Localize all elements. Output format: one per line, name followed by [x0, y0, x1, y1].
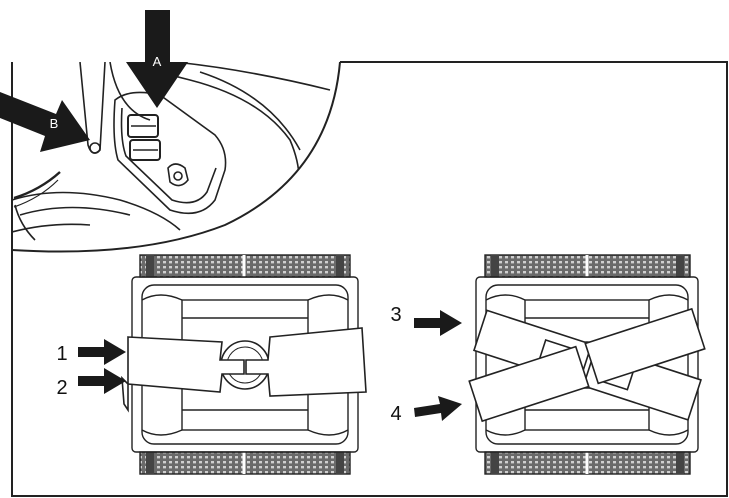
left-robot-filter-panels	[121, 327, 367, 413]
right-robot-filter-panels	[468, 307, 706, 423]
callout-1: 1	[56, 339, 126, 365]
callout-2-label: 2	[56, 377, 67, 399]
callout-3: 3	[390, 304, 462, 336]
callout-3-label: 3	[390, 304, 401, 326]
arrow-b-label: B	[50, 116, 59, 131]
arrow-b: B	[0, 92, 90, 152]
callout-2: 2	[56, 368, 126, 399]
arrow-a-label: A	[153, 54, 162, 69]
left-robot: 1 2	[56, 254, 367, 475]
right-robot: 3 4	[390, 254, 706, 475]
callout-4: 4	[390, 396, 462, 425]
callout-1-label: 1	[56, 343, 67, 365]
callout-4-label: 4	[390, 403, 401, 425]
arrow-a: A	[126, 10, 188, 108]
detail-inset: A B	[0, 10, 341, 253]
frame	[11, 61, 728, 497]
